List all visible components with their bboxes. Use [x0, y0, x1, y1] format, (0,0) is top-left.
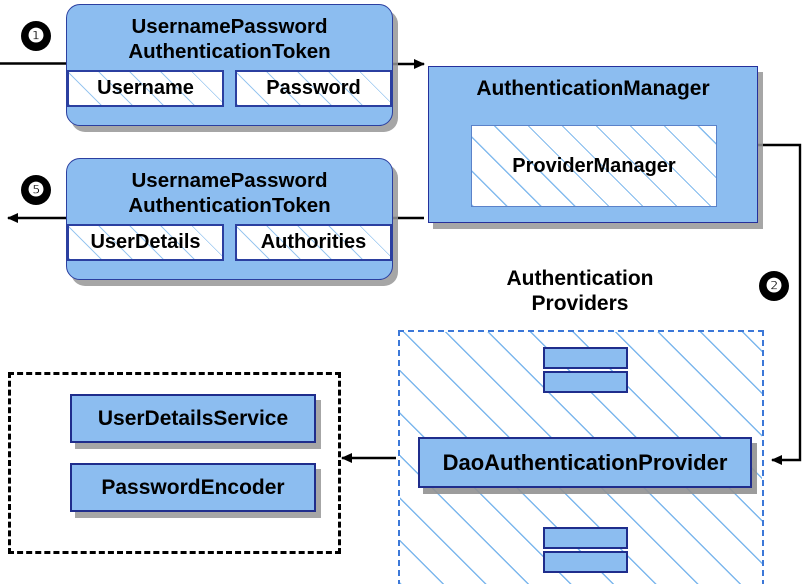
password-encoder-box: PasswordEncoder: [70, 463, 316, 512]
step-badge-5: ❺: [22, 176, 50, 204]
authentication-manager-card: AuthenticationManager ProviderManager: [428, 66, 758, 223]
provider-manager-label: ProviderManager: [512, 154, 676, 177]
slot-password-label: Password: [266, 77, 361, 99]
user-details-service-label: UserDetailsService: [97, 406, 289, 430]
dao-authentication-provider-label: DaoAuthenticationProvider: [442, 449, 728, 475]
slot-password: Password: [235, 70, 392, 107]
dao-authentication-provider-box: DaoAuthenticationProvider: [418, 437, 752, 488]
hatch-pattern: [472, 126, 716, 206]
request-token-card: UsernamePassword AuthenticationToken Use…: [66, 4, 393, 126]
password-encoder-label: PasswordEncoder: [101, 475, 285, 499]
slot-userdetails-label: UserDetails: [90, 231, 201, 253]
provider-stub-bar-top-2: [543, 371, 628, 393]
step-badge-1: ❶: [22, 22, 50, 50]
provider-stub-bar-bottom-1: [543, 527, 628, 549]
request-token-title: UsernamePassword AuthenticationToken: [128, 15, 331, 63]
slot-authorities-label: Authorities: [260, 231, 367, 253]
response-token-card: UsernamePassword AuthenticationToken Use…: [66, 158, 393, 280]
provider-manager-box: ProviderManager: [471, 125, 717, 207]
provider-stub-bar-bottom-2: [543, 551, 628, 573]
user-details-service-box: UserDetailsService: [70, 394, 316, 443]
slot-authorities: Authorities: [235, 224, 392, 261]
slot-username: Username: [67, 70, 224, 107]
authentication-manager-title: AuthenticationManager: [476, 77, 710, 100]
provider-stub-bar-top-1: [543, 347, 628, 369]
request-token-slots: Username Password: [67, 64, 392, 107]
slot-username-label: Username: [97, 77, 194, 99]
slot-userdetails: UserDetails: [67, 224, 224, 261]
response-token-title: UsernamePassword AuthenticationToken: [128, 169, 331, 217]
authentication-providers-label: Authentication Providers: [506, 267, 654, 315]
step-badge-2: ❷: [760, 272, 788, 300]
response-token-slots: UserDetails Authorities: [67, 218, 392, 261]
